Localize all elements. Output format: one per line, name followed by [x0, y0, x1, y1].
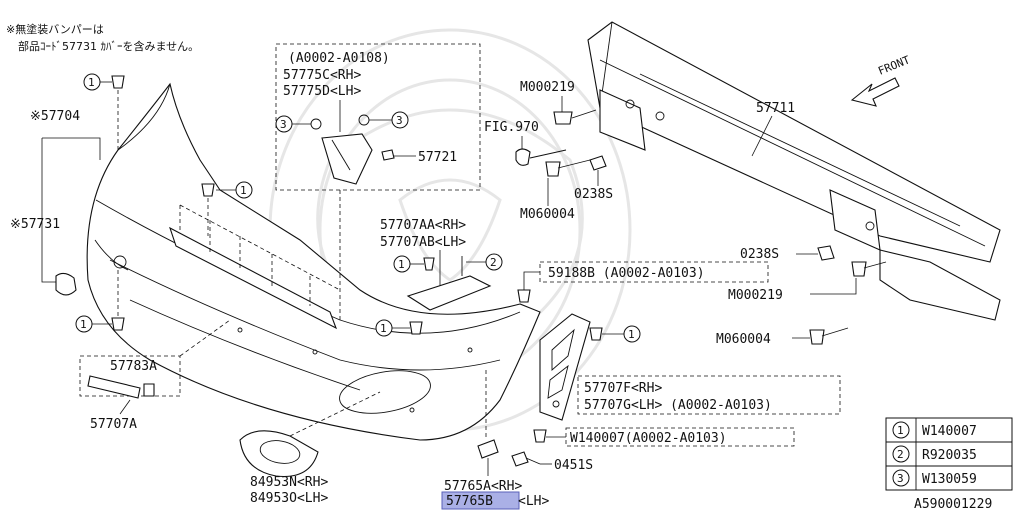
key-code-3: W130059 — [922, 472, 977, 487]
range-a0002-a0108: (A0002-A0108) — [288, 51, 390, 66]
label-0451s: 0451S — [554, 458, 593, 473]
svg-text:1: 1 — [80, 318, 87, 331]
svg-text:1: 1 — [380, 322, 387, 335]
fastener-key-table: 1 W140007 2 R920035 3 W130059 — [885, 417, 1013, 491]
note-line-1: ※無塗装バンパーは — [6, 22, 104, 36]
front-label: FRONT — [876, 53, 912, 78]
upper-bracket-strip — [169, 204, 341, 330]
label-57765b-lh: <LH> — [518, 494, 549, 509]
callout-3-right: 3 — [396, 114, 403, 127]
svg-text:1: 1 — [398, 258, 405, 271]
side-bracket — [539, 313, 591, 421]
front-arrow: FRONT — [850, 53, 912, 107]
label-57775c: 57775C<RH> — [283, 68, 361, 83]
label-0238s-top: 0238S — [574, 187, 613, 202]
svg-text:1: 1 — [240, 184, 247, 197]
label-57775d: 57775D<LH> — [283, 84, 361, 99]
key-num-1: 1 — [897, 424, 904, 437]
label-57765b: 57765B — [446, 494, 493, 509]
callout-3-left: 3 — [280, 118, 287, 131]
label-59188b: 59188B (A0002-A0103) — [548, 266, 705, 281]
reinforcement-beam — [587, 21, 1001, 321]
diagram-code: A590001229 — [914, 497, 992, 512]
key-num-3: 3 — [897, 472, 904, 485]
detail-box: (A0002-A0108) 57775C<RH> 57775D<LH> 3 3 … — [275, 43, 481, 320]
label-fig970: FIG.970 — [484, 120, 539, 135]
highlight-57765b — [441, 491, 520, 510]
label-57707g: 57707G<LH> (A0002-A0103) — [584, 398, 772, 413]
label-57721: 57721 — [418, 150, 457, 165]
label-57731: ※57731 — [10, 217, 60, 232]
label-57707f: 57707F<RH> — [584, 381, 662, 396]
label-m000219-top: M000219 — [520, 80, 575, 95]
label-57707a: 57707A — [90, 417, 137, 432]
label-m060004-mid: M060004 — [716, 332, 771, 347]
key-code-1: W140007 — [922, 424, 977, 439]
label-57765a: 57765A<RH> — [444, 479, 522, 494]
label-57707aa: 57707AA<RH> — [380, 218, 466, 233]
label-57704: ※57704 — [30, 109, 80, 124]
label-0238s-mid: 0238S — [740, 247, 779, 262]
key-num-2: 2 — [897, 448, 904, 461]
label-w140007-range: W140007(A0002-A0103) — [570, 431, 727, 446]
note-line-2: 部品ｺｰﾄﾞ57731 ｶﾊﾞｰを含みません。 — [18, 39, 199, 53]
svg-text:2: 2 — [490, 256, 497, 269]
label-57783a: 57783A — [110, 359, 157, 374]
label-m000219-mid: M000219 — [728, 288, 783, 303]
label-m060004-top: M060004 — [520, 207, 575, 222]
svg-text:1: 1 — [628, 328, 635, 341]
key-code-2: R920035 — [922, 448, 977, 463]
svg-text:1: 1 — [88, 76, 95, 89]
label-57711: 57711 — [756, 101, 795, 116]
label-84953n: 84953N<RH> — [250, 475, 328, 490]
label-84953o: 84953O<LH> — [250, 491, 328, 506]
label-57707ab: 57707AB<LH> — [380, 235, 466, 250]
